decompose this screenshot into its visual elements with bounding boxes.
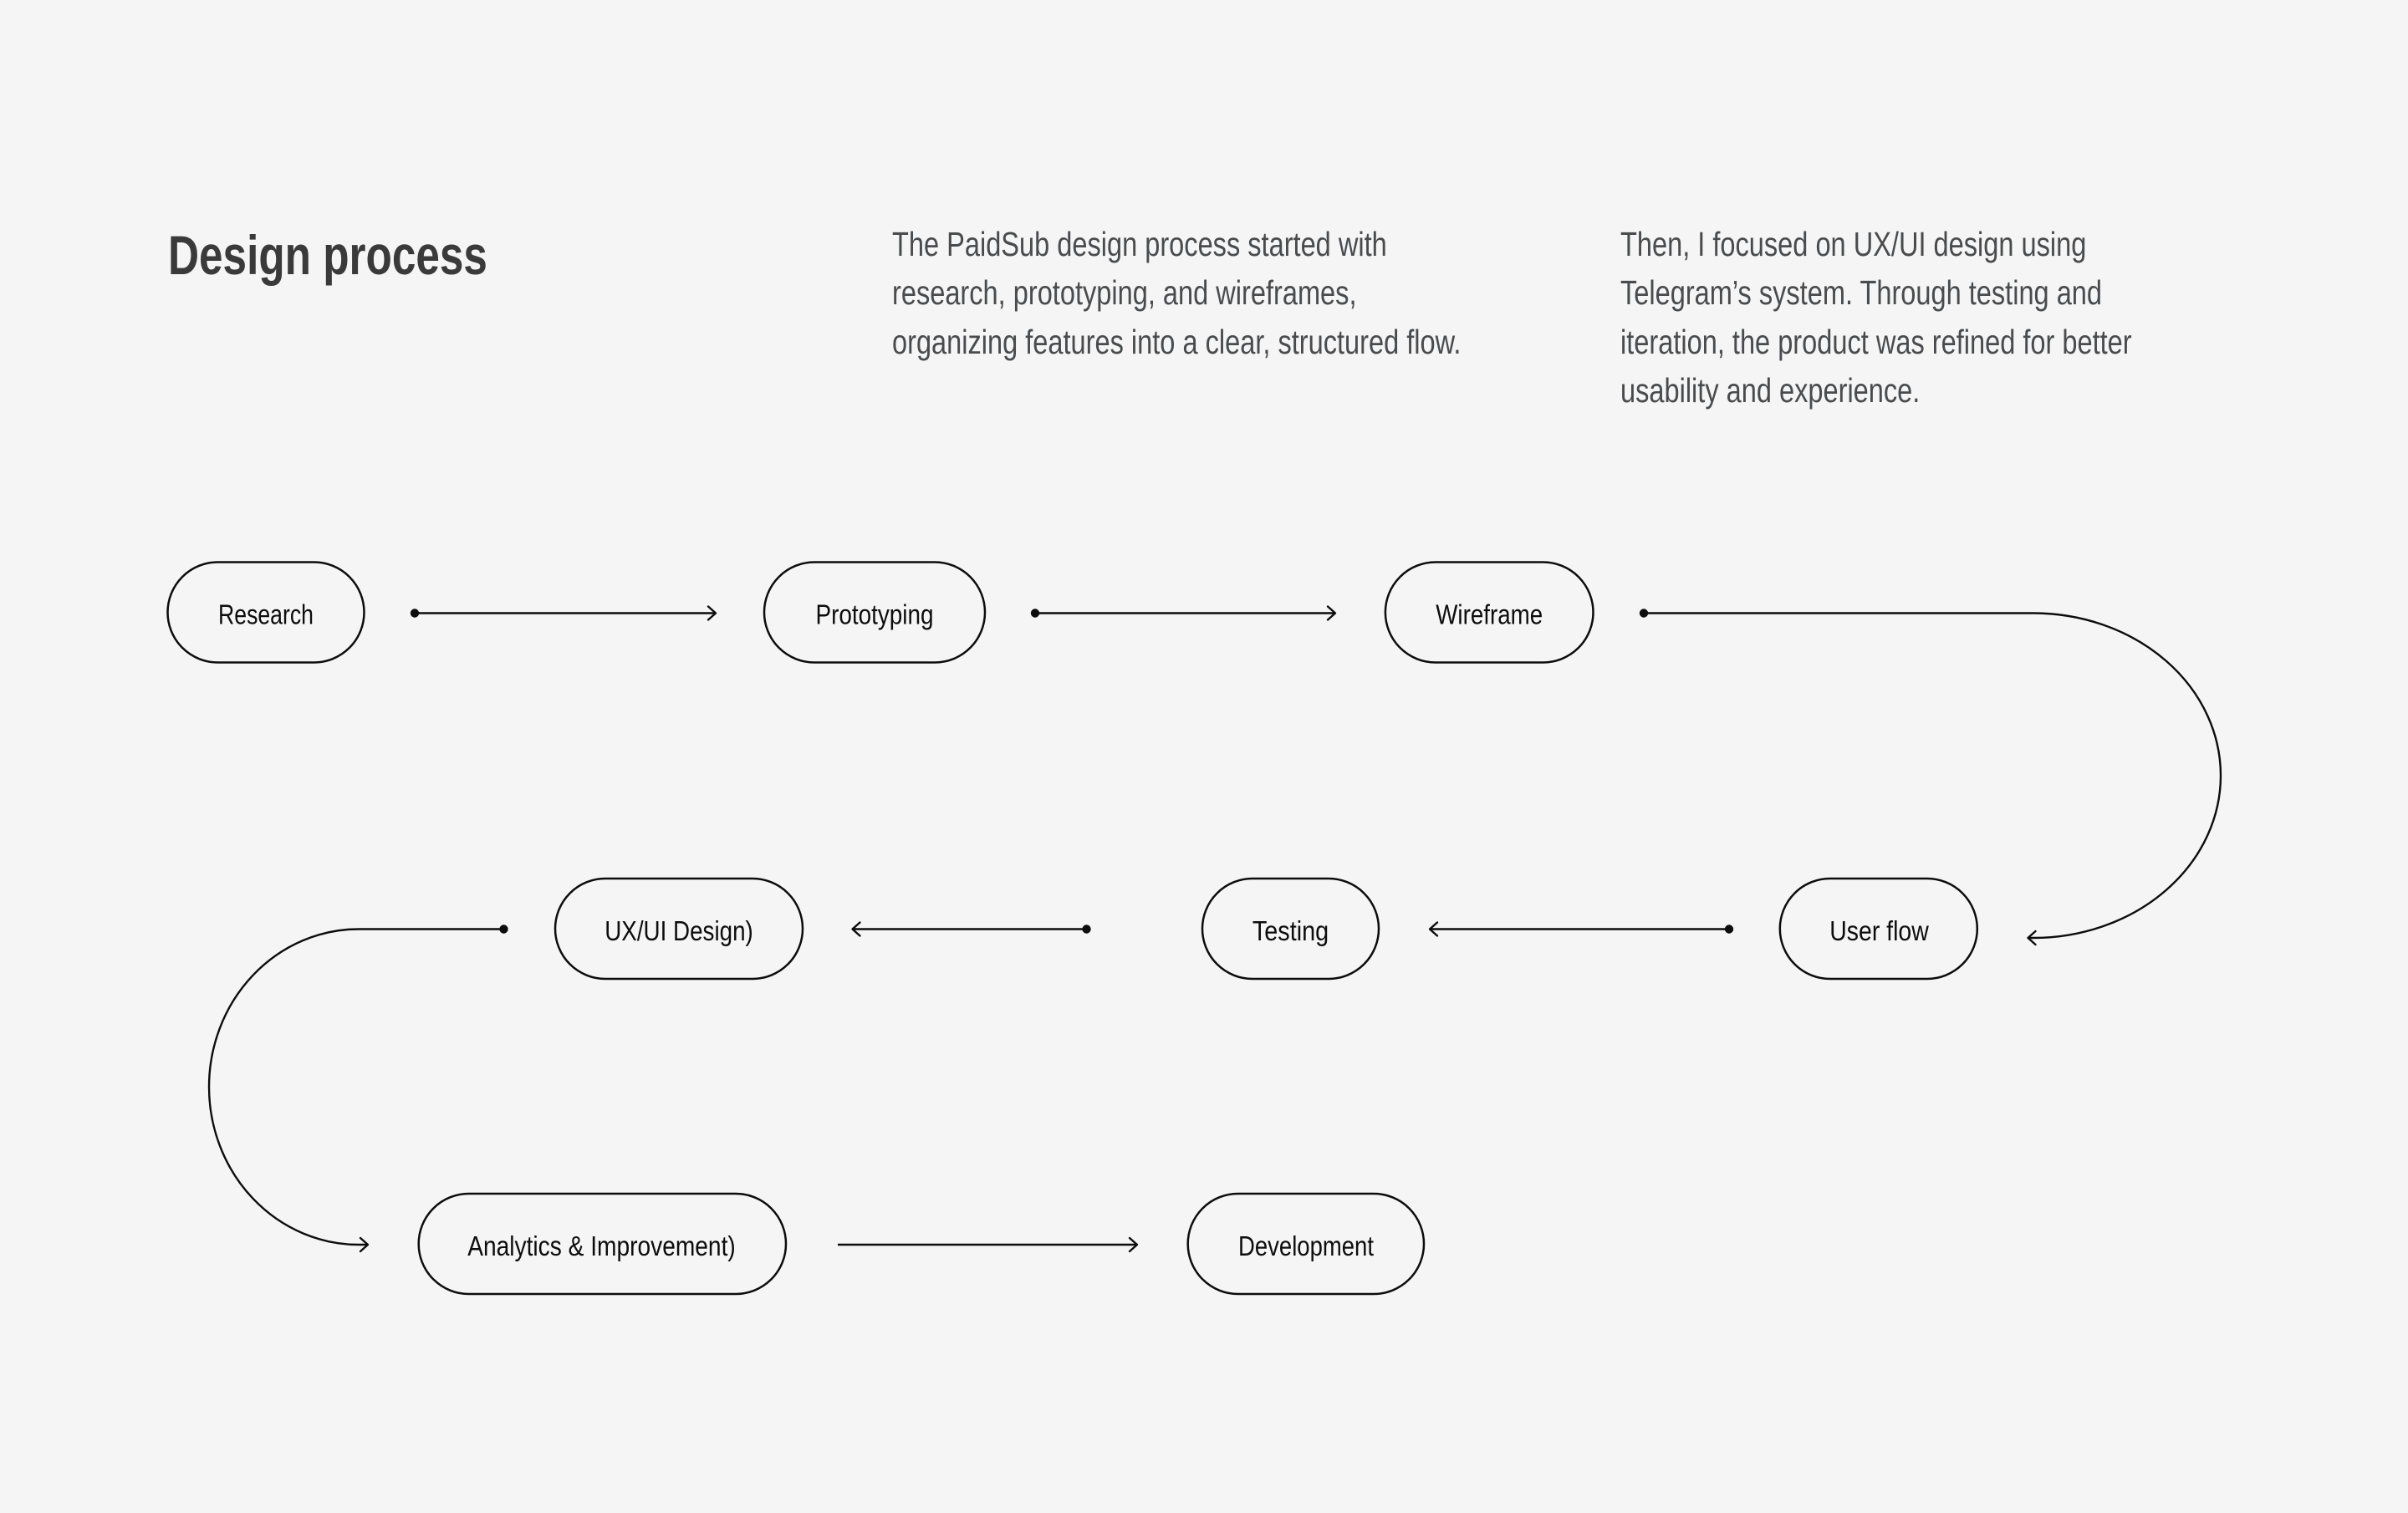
svg-text:User flow: User flow bbox=[1829, 915, 1929, 946]
svg-text:Prototyping: Prototyping bbox=[816, 599, 934, 630]
svg-text:Testing: Testing bbox=[1252, 915, 1329, 946]
svg-text:Research: Research bbox=[218, 600, 314, 630]
svg-text:UX/UI Design): UX/UI Design) bbox=[605, 916, 753, 947]
svg-text:Wireframe: Wireframe bbox=[1436, 599, 1543, 630]
svg-text:Analytics & Improvement): Analytics & Improvement) bbox=[467, 1231, 736, 1262]
svg-text:Development: Development bbox=[1238, 1232, 1374, 1262]
